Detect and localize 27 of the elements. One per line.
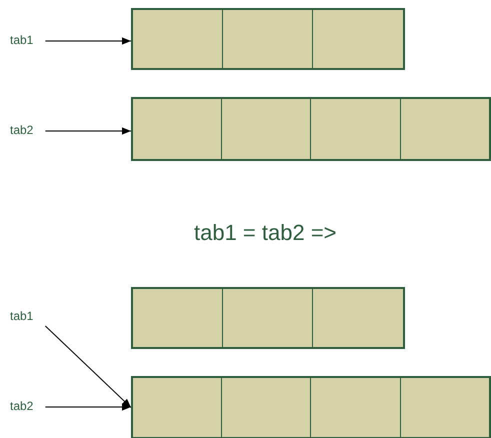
- arrow: [44, 127, 132, 135]
- array-label: tab2: [10, 123, 34, 137]
- array-cell: [400, 98, 490, 160]
- array-label: tab1: [10, 309, 34, 323]
- array-cell: [400, 377, 490, 438]
- array-box: [132, 98, 490, 160]
- array-cell: [132, 288, 223, 348]
- array-cell: [220, 377, 311, 438]
- array-cell: [310, 98, 400, 160]
- array-cell: [222, 288, 314, 348]
- array-box: [132, 288, 404, 348]
- array-cell: [310, 377, 400, 438]
- array-cell: [312, 9, 404, 69]
- arrow: [44, 326, 132, 408]
- array-cell: [312, 288, 404, 348]
- array-cell: [220, 98, 311, 160]
- array-box: [132, 9, 404, 69]
- array-label: tab2: [10, 399, 34, 413]
- array-label: tab1: [10, 33, 34, 47]
- array-cell: [132, 98, 222, 160]
- arrow: [44, 403, 132, 411]
- equation-text: tab1 = tab2 =>: [194, 220, 337, 246]
- array-box: [132, 377, 490, 438]
- arrow: [44, 37, 132, 45]
- array-cell: [222, 9, 314, 69]
- array-cell: [132, 9, 223, 69]
- array-cell: [132, 377, 222, 438]
